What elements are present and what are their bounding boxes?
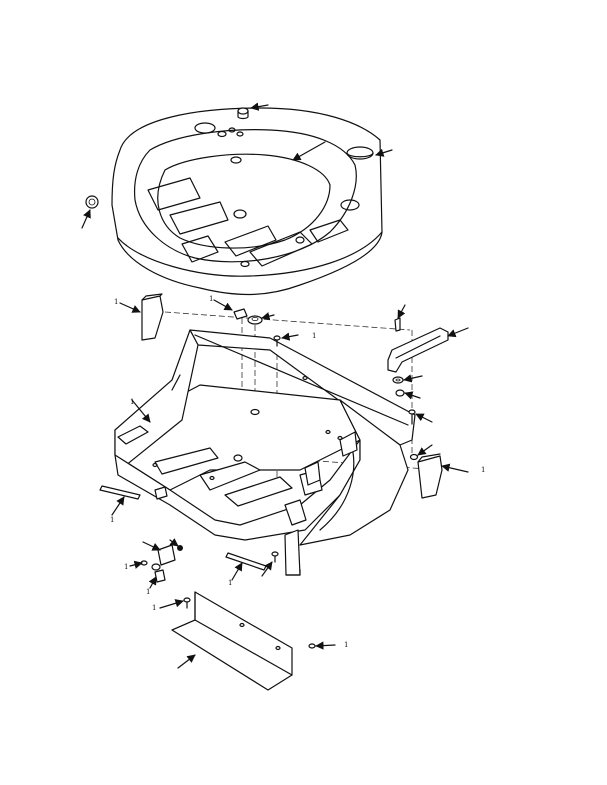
round-pad-part (346, 146, 374, 160)
handle-screw-part (394, 317, 401, 332)
leader-handle-screw (397, 304, 406, 319)
leader-screw-top (281, 332, 299, 341)
nut-part-right (409, 453, 419, 461)
leader-clip (213, 299, 233, 311)
right-armrest-part (417, 453, 443, 499)
leader-cap (250, 102, 269, 111)
switch-bracket-part (140, 544, 183, 583)
callout-left-armrest: 1 (114, 298, 118, 306)
nut-part (395, 389, 405, 397)
callout-screw-top: 1 (312, 332, 316, 340)
leader-pad (375, 148, 393, 157)
leader-bolt-right (415, 413, 433, 423)
screw-part-top (273, 335, 281, 347)
left-armrest-part (141, 293, 164, 341)
leader-nut-right (417, 444, 433, 456)
screw-part-plate-right (308, 643, 316, 649)
grab-handle-part (387, 327, 449, 373)
washer-part (392, 376, 404, 384)
callout-switch-clip: 1 (146, 588, 150, 596)
strip-center (225, 552, 267, 571)
leader-strip-left (111, 496, 125, 516)
callout-switch-screw: 1 (124, 563, 128, 571)
callout-clip: 1 (209, 295, 213, 303)
square-clip-part (233, 308, 248, 320)
callout-bolt-plate: 1 (152, 604, 156, 612)
bolt-part-right (408, 409, 416, 425)
bolt-part-plate (183, 597, 191, 609)
cap-part (237, 107, 249, 120)
callout-screw-plate: 1 (344, 641, 348, 649)
leader-handle (447, 327, 469, 338)
leader-frame (131, 399, 151, 423)
leader-screw-lower (261, 561, 273, 577)
bushing-part (247, 315, 263, 325)
leader-strip-center (231, 562, 243, 581)
callout-frame: 1 (130, 398, 134, 406)
leader-nut (404, 391, 421, 400)
leader-screw-plate (315, 641, 336, 650)
leader-bushing (261, 312, 275, 321)
leader-left-armrest (119, 302, 141, 313)
leader-bolt-plate (159, 599, 184, 609)
leader-grommet (81, 209, 91, 229)
callout-strip-left: 1 (110, 516, 114, 524)
leader-switch (142, 541, 161, 551)
angle-plate-part (171, 591, 293, 691)
leader-seat (292, 141, 326, 161)
callout-strip-center: 1 (228, 579, 232, 587)
screw-part-lower (271, 551, 279, 563)
strip-left (99, 485, 141, 500)
leader-switch-nut (169, 538, 179, 547)
leader-washer (403, 374, 423, 383)
leader-angle-plate (177, 654, 196, 669)
base-frame (114, 329, 416, 576)
leader-switch-clip (148, 576, 157, 589)
grommet-part (85, 195, 99, 209)
callout-right-armrest: 1 (481, 466, 485, 474)
leader-switch-screw (129, 560, 143, 569)
seat-tub (111, 107, 383, 296)
leader-right-armrest (441, 463, 469, 473)
